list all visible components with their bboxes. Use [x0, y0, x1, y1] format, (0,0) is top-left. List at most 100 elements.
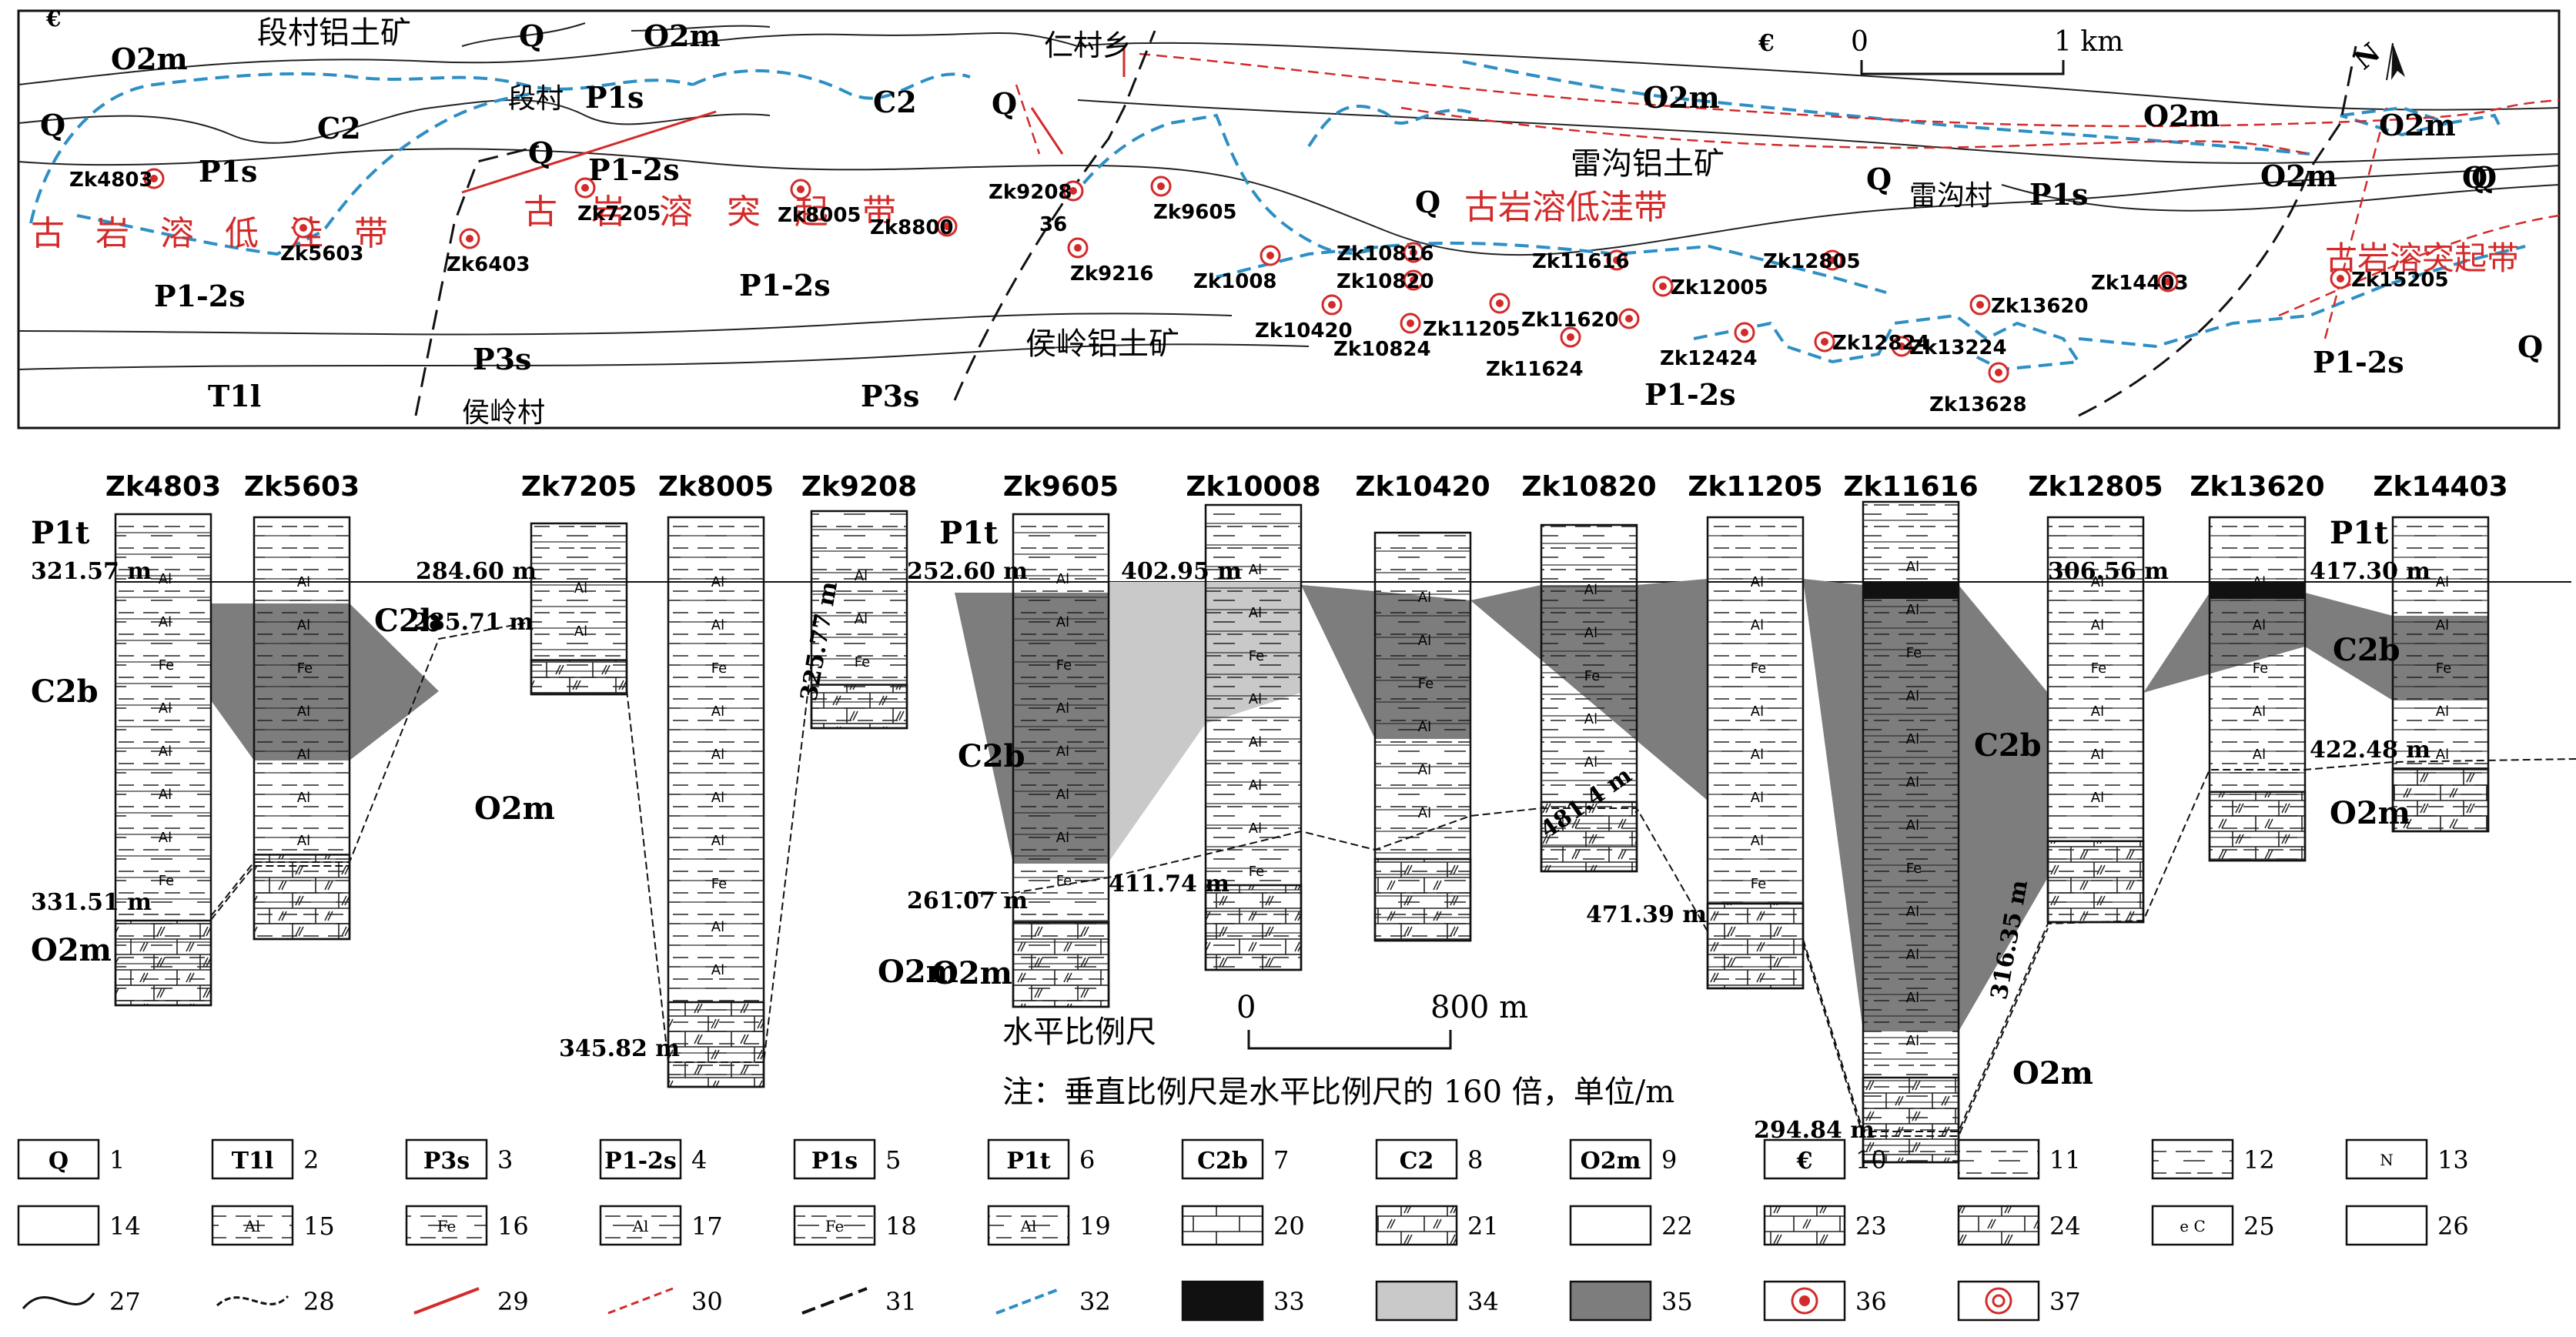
stratum-label: Q	[519, 18, 544, 53]
map-scale-end: 1 km	[2054, 26, 2123, 58]
lith-mark: Al	[1056, 571, 1069, 587]
village-rencun: 仁村乡	[1044, 28, 1132, 62]
lith-mark: Al	[1584, 711, 1597, 727]
borehole-marker-icon	[1403, 269, 1424, 291]
legend-symbol: P3s	[423, 1148, 470, 1175]
borehole-map-label: Zk5603	[280, 242, 364, 266]
lith-mark: Al	[297, 704, 310, 720]
legend-number: 5	[885, 1145, 901, 1175]
legend-number: 20	[1273, 1212, 1305, 1241]
lith-mark: Fe	[2091, 660, 2106, 677]
borehole-map-label: Zk13224	[1909, 336, 2007, 359]
legend-item: Fe 18	[793, 1205, 917, 1246]
borehole-marker-icon	[1814, 331, 1835, 353]
legend-symbol: C2	[1400, 1148, 1434, 1175]
stratum-label: P1-2s	[2313, 345, 2404, 379]
lith-mark: Al	[159, 700, 172, 717]
lith-mark: Al	[1906, 559, 1919, 575]
borehole-map-label: Zk11205	[1423, 318, 1521, 341]
lith-mark: Al	[297, 617, 310, 633]
stratum-label: P1-2s	[154, 279, 246, 313]
lith-mark: Al	[1751, 833, 1764, 849]
correlation-line	[626, 661, 812, 1063]
borehole-map-label: Zk7205	[577, 202, 661, 226]
borehole-marker-icon	[1652, 276, 1674, 297]
stratum-label: O2m	[2260, 159, 2337, 193]
zone-high-1: 古岩溶突起带	[524, 192, 930, 232]
section-note: 注：垂直比例尺是水平比例尺的 160 倍，单位/m	[1002, 1075, 1674, 1110]
elevation-label: 417.30 m	[2310, 558, 2430, 585]
section-scale-title: 水平比例尺	[1002, 1014, 1156, 1050]
stratum-label: Q	[40, 108, 65, 142]
legend-item: 14	[17, 1205, 141, 1246]
lith-mark: Al	[297, 747, 310, 763]
zone-low-1: 古岩溶低洼带	[31, 214, 419, 253]
legend-number: 18	[885, 1212, 917, 1241]
village-leigou: 雷沟村	[1909, 180, 1992, 212]
borehole-marker-icon	[574, 177, 596, 199]
fault-black-dashed	[414, 30, 2357, 417]
section-stratum-label: C2b	[958, 738, 1025, 774]
borehole-map-label: Zk12005	[1671, 276, 1768, 299]
borehole-map-label: Zk13628	[1929, 393, 2027, 416]
legend-number: 1	[109, 1145, 125, 1175]
legend-symbol: Fe	[825, 1217, 845, 1235]
stratum-label: O2m	[2379, 108, 2456, 142]
lith-mark: Al	[1906, 990, 1919, 1006]
lith-mark: Al	[159, 787, 172, 803]
ore-body-boundaries	[29, 60, 2526, 372]
legend-number: 23	[1855, 1212, 1887, 1241]
lith-mark: Fe	[855, 654, 870, 670]
legend-symbol: Al	[1020, 1217, 1037, 1235]
borehole-map-label: Zk4803	[69, 169, 153, 192]
lith-mark: Al	[1056, 830, 1069, 846]
legend-number: 10	[1855, 1145, 1887, 1175]
legend-number: 16	[497, 1212, 529, 1241]
section-stratum-label: P1t	[31, 515, 90, 551]
legend-symbol: P1t	[1006, 1148, 1050, 1175]
lith-mark: Al	[1906, 731, 1919, 747]
legend-number: 35	[1661, 1287, 1693, 1316]
mine-label-duancun: 段村铝土矿	[257, 15, 411, 51]
elevation-label: 306.56 m	[2048, 558, 2169, 585]
borehole-marker-icon	[1988, 362, 2009, 383]
lith-mark: Al	[2091, 617, 2104, 633]
borehole-marker-icon	[1260, 245, 1281, 266]
legend-item: 12	[2151, 1138, 2275, 1180]
borehole-map-label: Zk10824	[1333, 338, 1431, 361]
lith-mark: Al	[1906, 688, 1919, 704]
legend-number: 31	[885, 1287, 917, 1316]
legend-symbol: P1s	[811, 1148, 858, 1175]
borehole-marker-icon	[1062, 180, 1084, 202]
legend-symbol: e C	[2180, 1217, 2206, 1235]
borehole-marker-icon	[1150, 175, 1172, 197]
legend-item: 27	[18, 1282, 141, 1320]
section-strata-labels: P1tC2bO2mO2mP1tC2bO2mC2bO2mP1tC2bO2mC2bO…	[31, 515, 2410, 1091]
borehole-columns: AlAlFeAlAlAlAlFeAlAlFeAlAlAlAlAlAlAlAlFe…	[114, 500, 2576, 1164]
stratum-label: P3s	[473, 342, 531, 376]
legend-number: 19	[1079, 1212, 1111, 1241]
legend-symbol: Al	[632, 1217, 649, 1235]
borehole-marker-icon	[293, 217, 314, 239]
borehole-map-label: Zk1008	[1193, 270, 1277, 293]
lith-mark: Al	[1906, 602, 1919, 618]
lith-mark: Fe	[1751, 660, 1766, 677]
lith-mark: Al	[1418, 633, 1431, 649]
legend-item: 33	[1181, 1280, 1305, 1322]
borehole-map-label: Zk10420	[1255, 319, 1353, 343]
lith-mark: Al	[1584, 625, 1597, 641]
lith-mark: Al	[2253, 747, 2266, 763]
lith-mark: Al	[1249, 691, 1262, 707]
legend-number: 28	[303, 1287, 335, 1316]
legend-item: Al 19	[987, 1205, 1111, 1246]
geologic-map	[17, 9, 2561, 430]
lith-mark: Fe	[1906, 645, 1922, 661]
north-arrow-icon	[2386, 42, 2405, 81]
